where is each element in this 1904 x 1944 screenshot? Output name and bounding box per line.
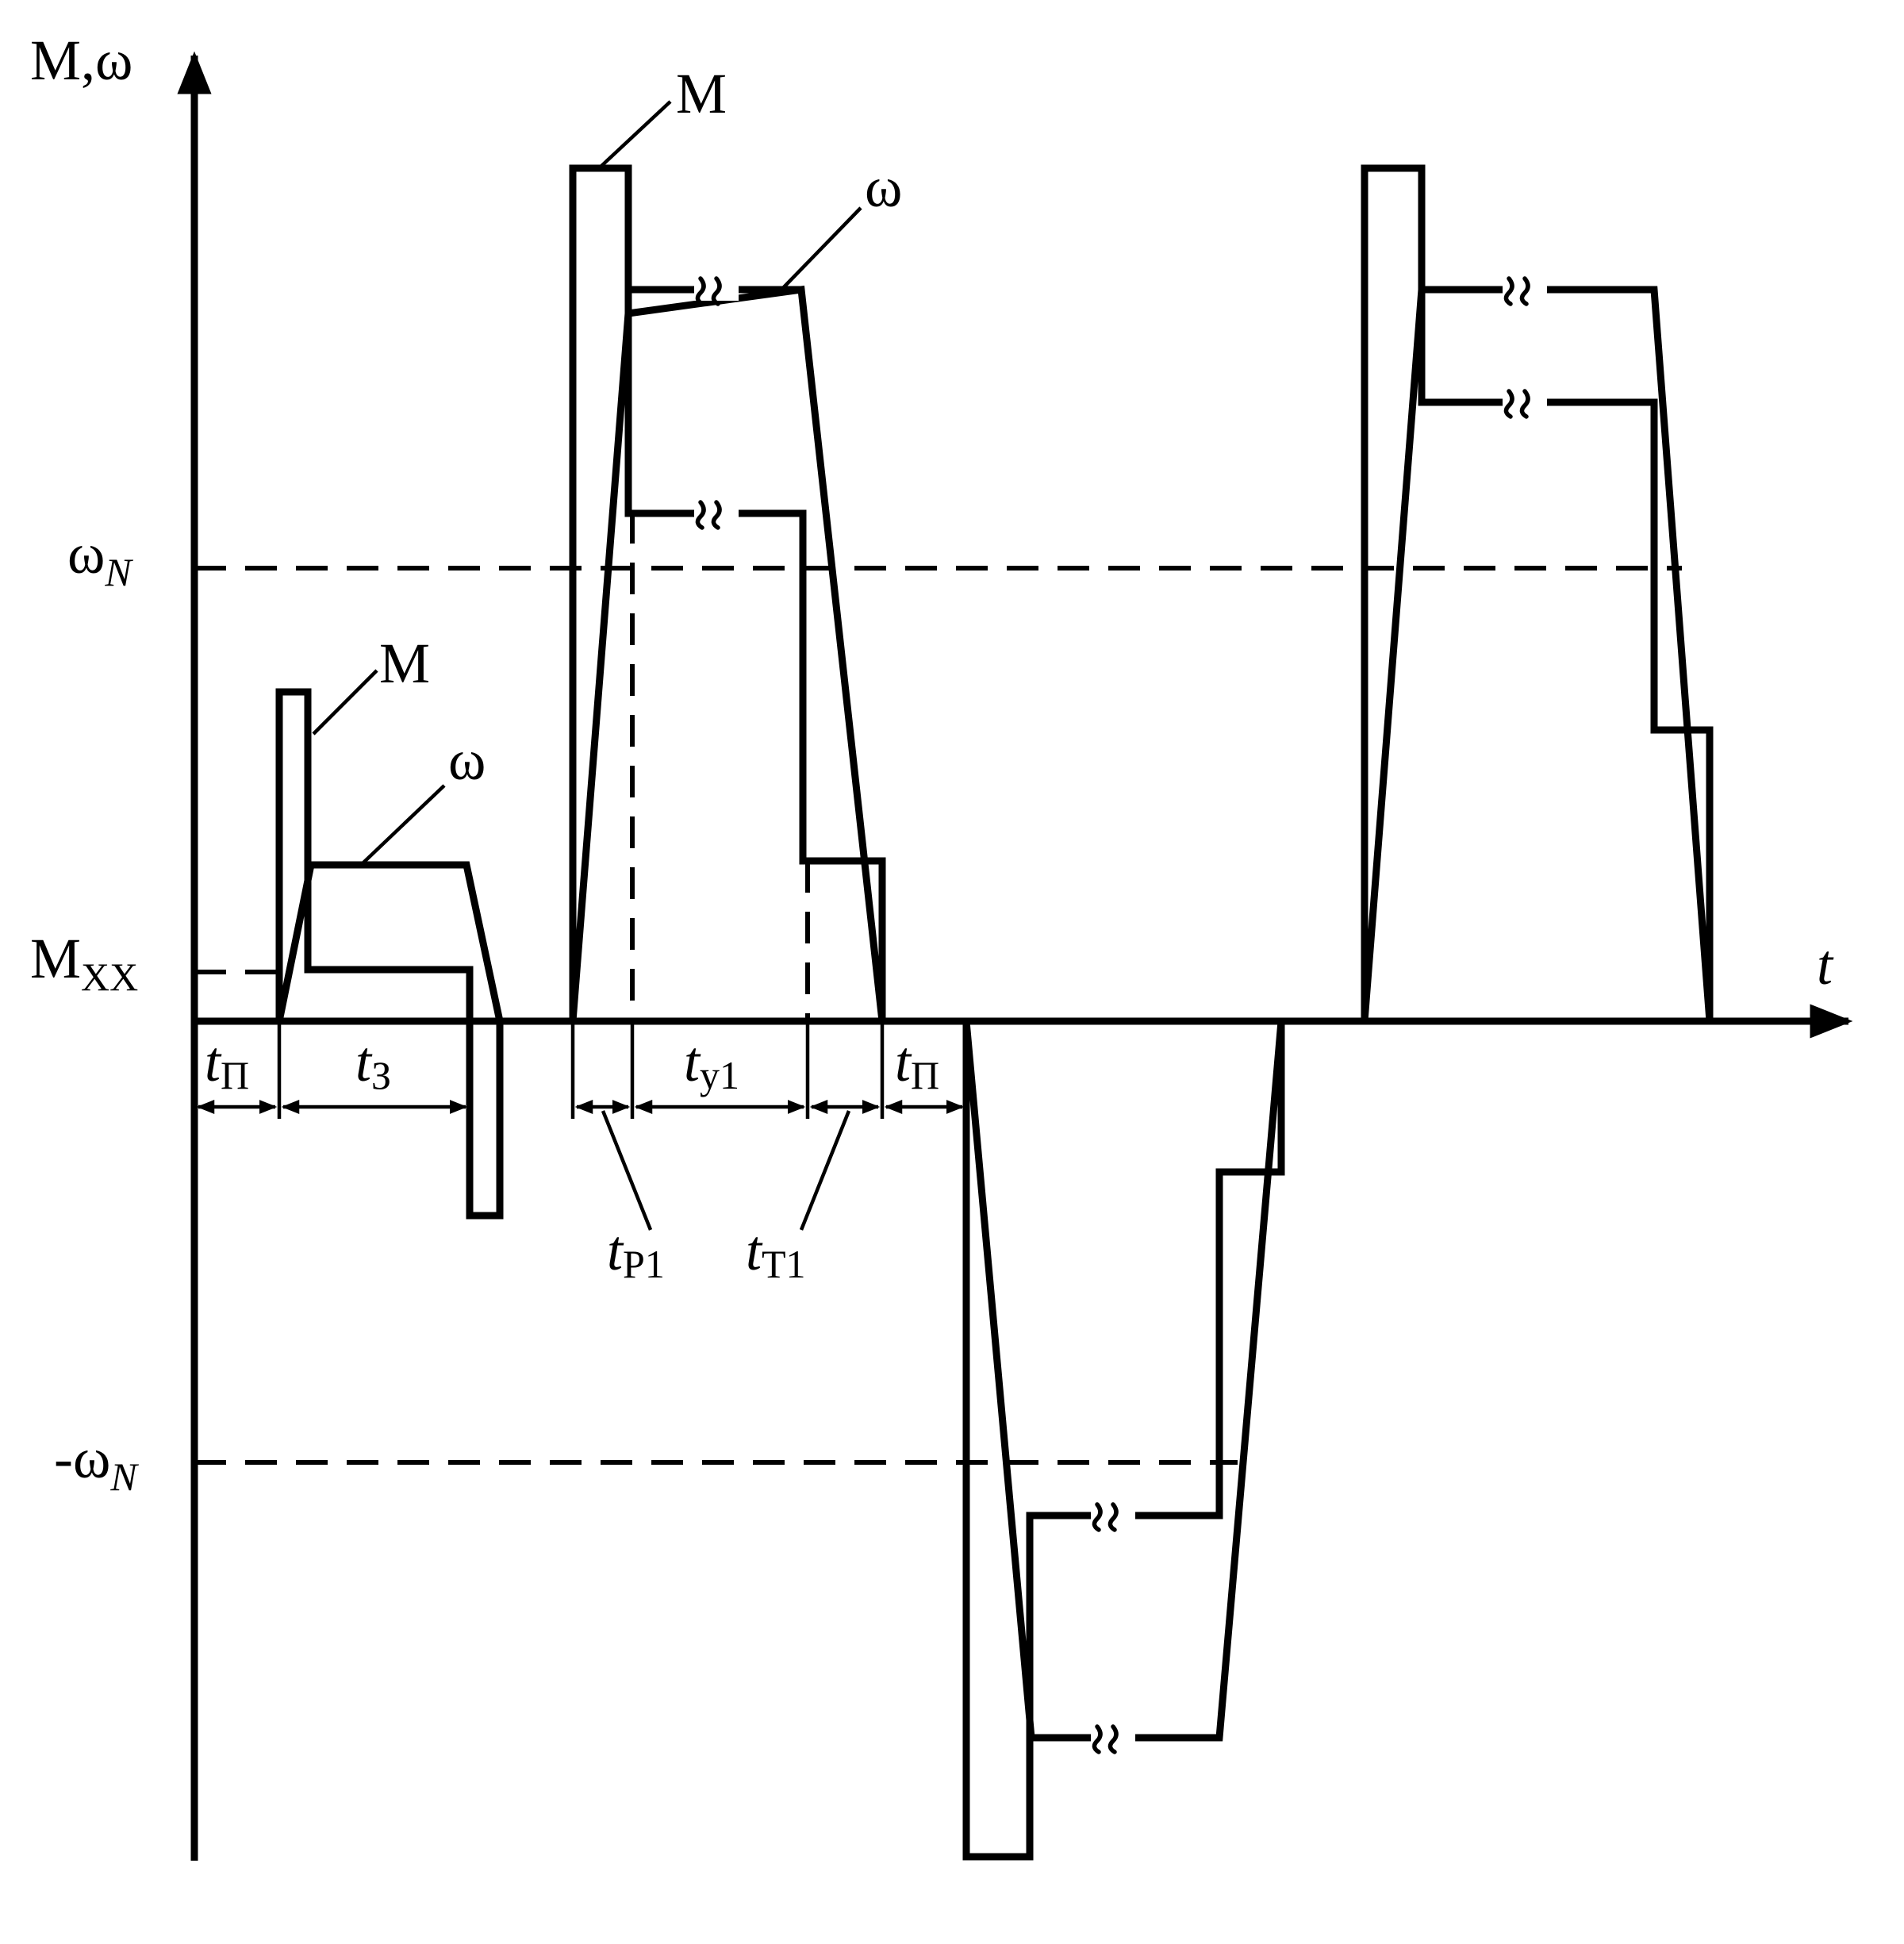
t-z-label: tЗ — [355, 1030, 391, 1097]
break-mark — [1503, 389, 1547, 419]
break-mark — [1091, 1724, 1135, 1754]
leader-t-t1 — [799, 1110, 851, 1231]
t-p-second-label: tП — [895, 1030, 939, 1097]
omega-curve-cycle2 — [569, 285, 886, 1022]
m-xx-label: MXX — [30, 927, 138, 999]
y-axis-label: M,ω — [30, 29, 132, 92]
m-small-label: M — [379, 632, 430, 695]
omega-n-label: ωN — [67, 522, 133, 594]
break-mark — [694, 276, 739, 306]
neg-omega-n-label: -ωN — [54, 1427, 139, 1499]
leader-omega-big — [780, 206, 862, 291]
omega-curve-cycle3 — [962, 1020, 1285, 1742]
x-axis-label: t — [1817, 933, 1834, 997]
leader-m-big — [597, 100, 672, 170]
omega-big-label: ω — [865, 156, 902, 219]
break-mark — [1503, 276, 1547, 306]
t-p-first-label: tП — [205, 1030, 249, 1097]
t-t1-label: tT1 — [746, 1219, 806, 1286]
leader-m-small — [312, 669, 378, 736]
leader-omega-small — [359, 784, 446, 866]
m-big-label: M — [676, 62, 727, 125]
omega-small-label: ω — [448, 728, 486, 792]
t-p1-label: tP1 — [607, 1219, 665, 1286]
leader-t-p1 — [601, 1110, 653, 1231]
break-mark — [1091, 1502, 1135, 1532]
t-y1-label: ty1 — [684, 1030, 739, 1097]
m-curve-cycle1 — [275, 688, 504, 1220]
omega-curve-cycle1 — [275, 861, 504, 1022]
break-mark — [694, 500, 739, 530]
